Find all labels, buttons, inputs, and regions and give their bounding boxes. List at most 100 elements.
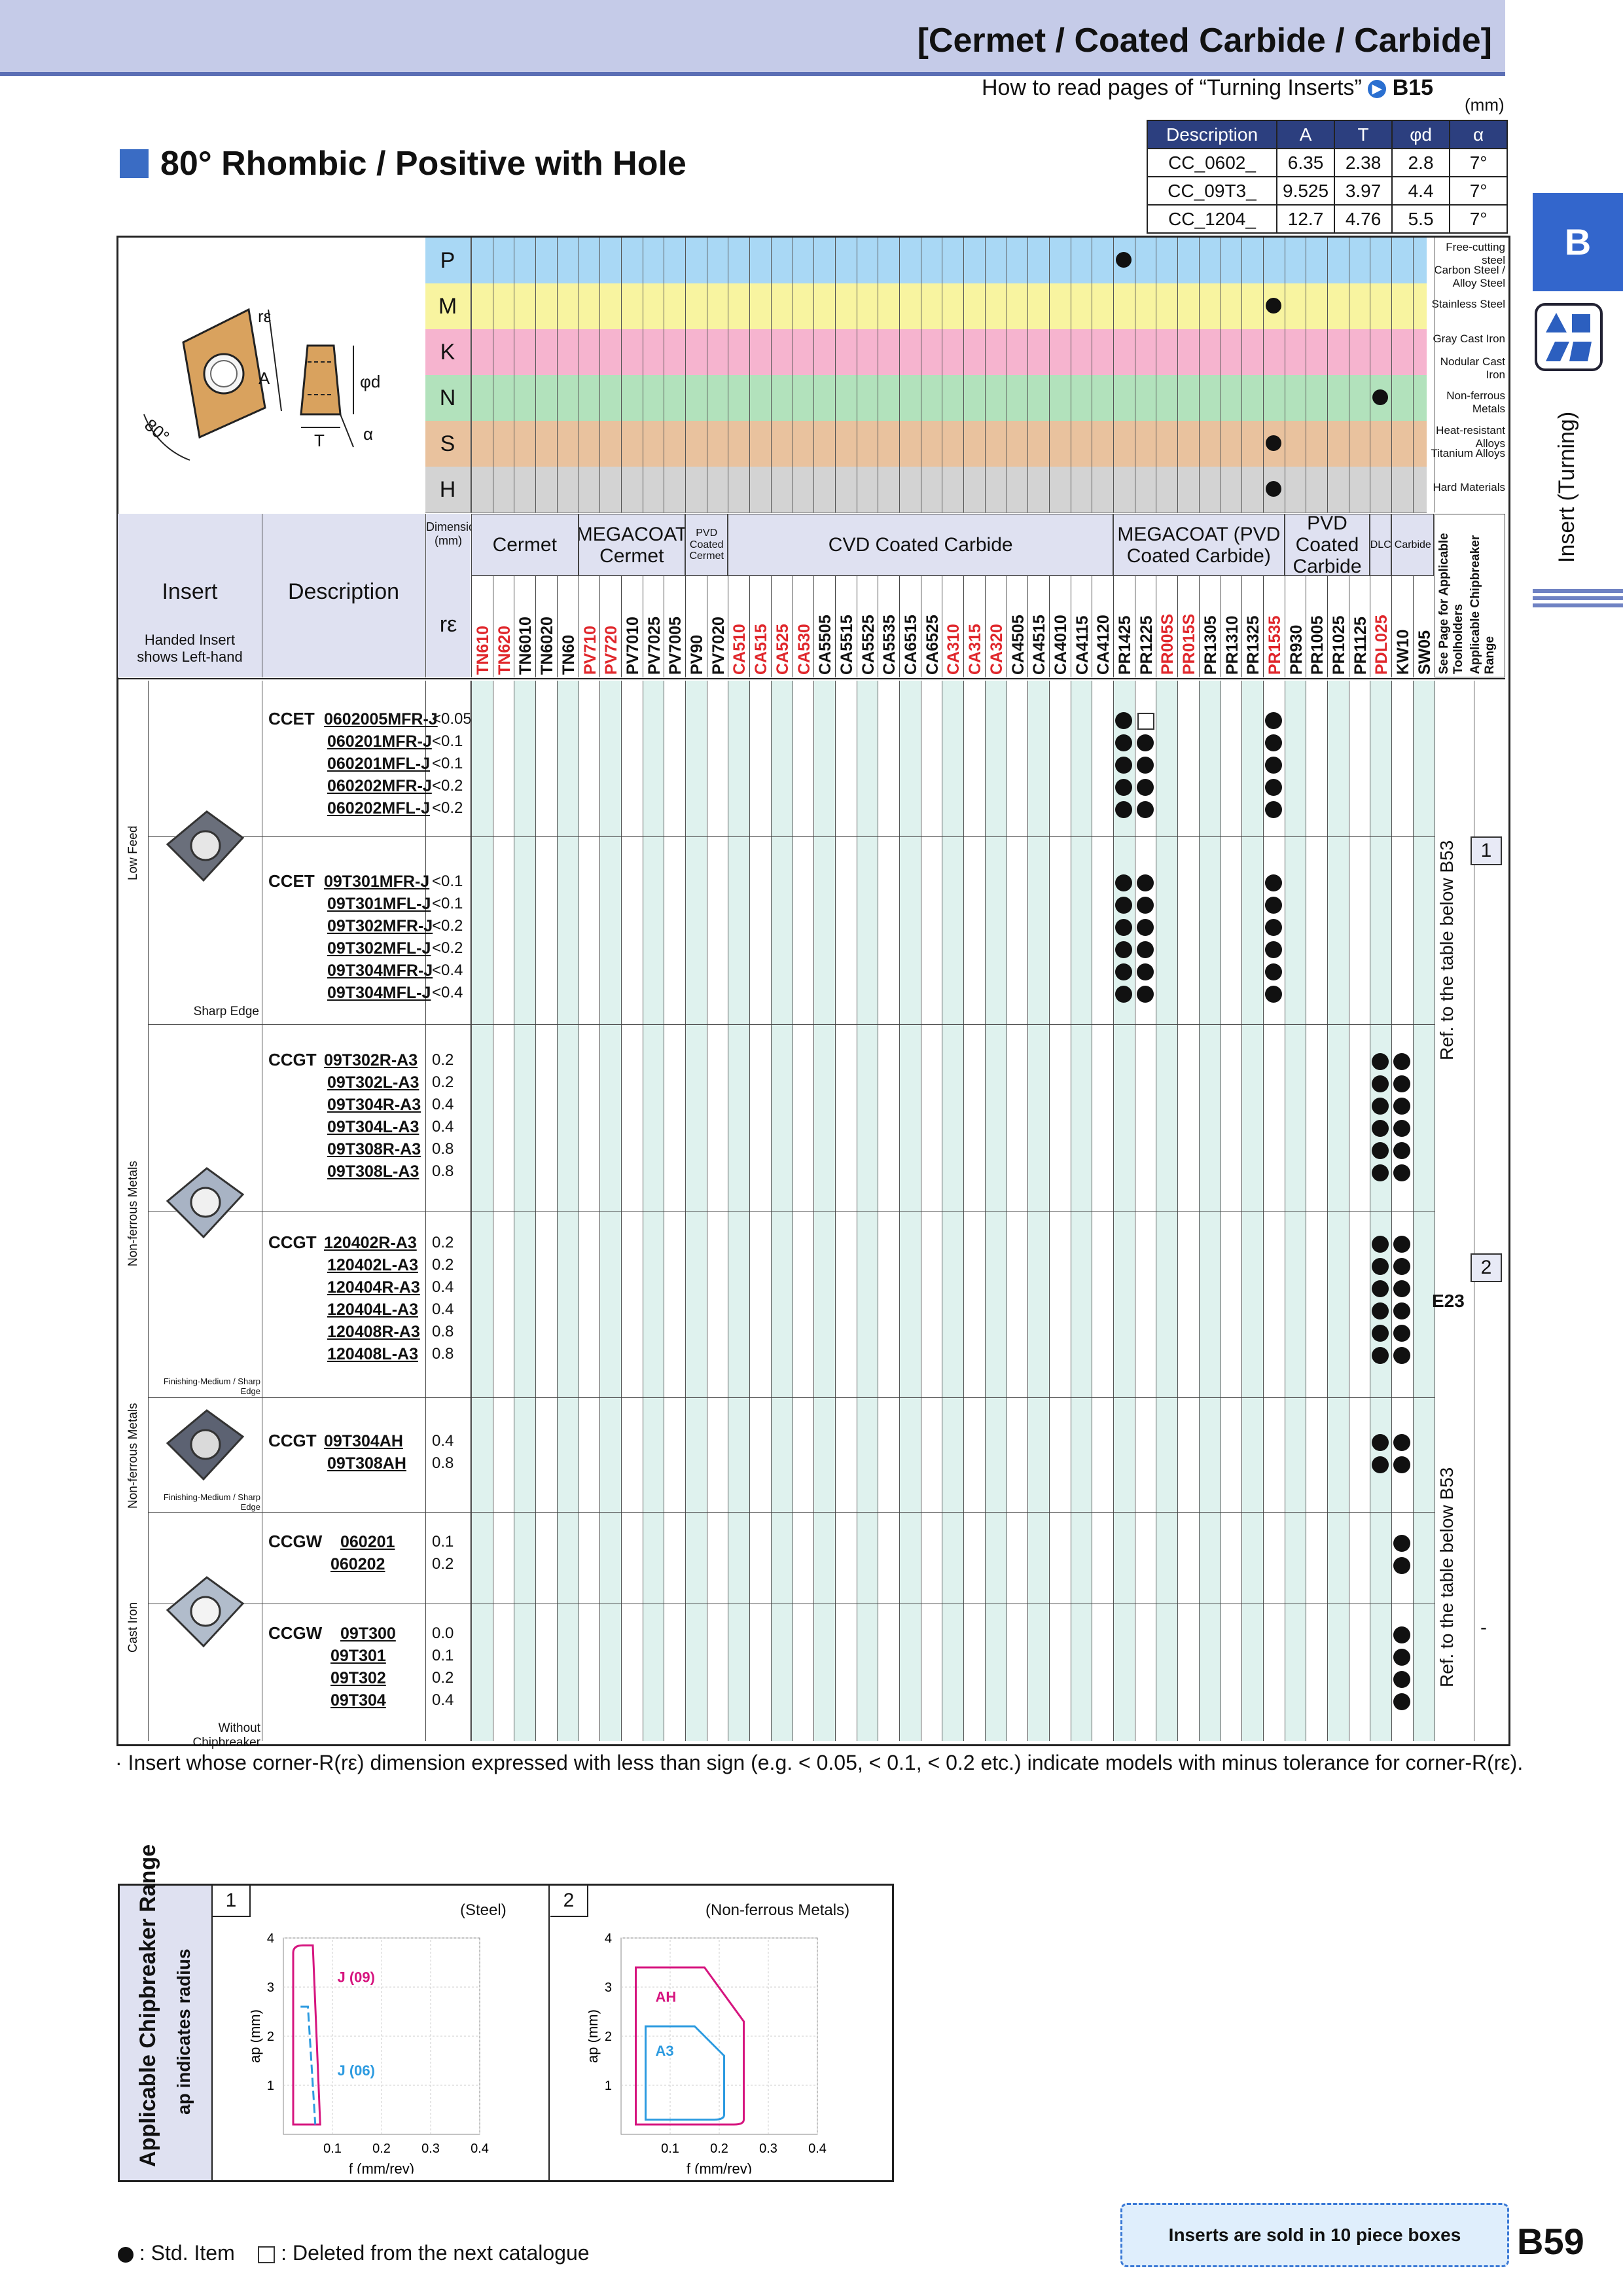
grade-name-tn610[interactable]: TN610: [474, 625, 492, 675]
grade-name-ca4010[interactable]: CA4010: [1051, 615, 1070, 675]
grade-header-cell: [578, 576, 601, 677]
grade-name-ca4515[interactable]: CA4515: [1030, 615, 1049, 675]
grade-name-ca5525[interactable]: CA5525: [859, 615, 878, 675]
grade-name-ca525[interactable]: CA525: [773, 624, 792, 675]
insert-code[interactable]: 09T302MFR-J: [327, 917, 433, 935]
grade-name-pv720[interactable]: PV720: [602, 625, 621, 675]
insert-code[interactable]: 09T304MFL-J: [327, 984, 431, 1002]
grade-name-pr005s[interactable]: PR005S: [1158, 613, 1177, 675]
grade-name-sw05[interactable]: SW05: [1415, 630, 1434, 675]
insert-code[interactable]: 09T300: [340, 1624, 396, 1643]
grade-name-ca5515[interactable]: CA5515: [837, 615, 856, 675]
grade-name-pr1310[interactable]: PR1310: [1222, 615, 1241, 675]
insert-code[interactable]: 120408L-A3: [327, 1345, 418, 1363]
insert-code[interactable]: 120402R-A3: [324, 1234, 417, 1252]
std-item-dot: [1393, 1258, 1411, 1275]
insert-code[interactable]: 09T308R-A3: [327, 1140, 421, 1158]
grade-name-ca530[interactable]: CA530: [794, 624, 813, 675]
std-item-dot: [1136, 919, 1154, 936]
tab-b[interactable]: B: [1533, 193, 1623, 291]
insert-code[interactable]: 120402L-A3: [327, 1256, 418, 1274]
group-separator: [148, 1512, 1435, 1513]
grade-name-pr1225[interactable]: PR1225: [1137, 615, 1156, 675]
insert-code[interactable]: 060202MFL-J: [327, 799, 431, 817]
grade-name-pr015s[interactable]: PR015S: [1180, 613, 1199, 675]
insert-code[interactable]: 09T304L-A3: [327, 1118, 419, 1136]
grade-name-ca315[interactable]: CA315: [966, 624, 985, 675]
material-grid-line: [1113, 238, 1114, 512]
grade-name-pv710[interactable]: PV710: [580, 625, 599, 675]
grade-name-ca515[interactable]: CA515: [752, 624, 771, 675]
grade-name-tn60[interactable]: TN60: [559, 634, 578, 675]
grade-name-ca510[interactable]: CA510: [730, 624, 749, 675]
grade-name-tn6020[interactable]: TN6020: [538, 617, 557, 675]
grade-header-cell: [1348, 576, 1371, 677]
ref-text-c[interactable]: Ref. to the table below B53: [1436, 1467, 1457, 1687]
insert-code[interactable]: 120404L-A3: [327, 1300, 418, 1319]
insert-code[interactable]: 09T304: [330, 1691, 386, 1710]
material-grid-line: [899, 238, 900, 512]
spec-cell: 2.8: [1391, 148, 1451, 177]
insert-code[interactable]: 060201MFR-J: [327, 732, 432, 751]
grade-name-ca320[interactable]: CA320: [987, 624, 1006, 675]
insert-code[interactable]: 120408R-A3: [327, 1323, 420, 1341]
insert-code[interactable]: 0602005MFR-J: [324, 710, 438, 728]
material-grid-line: [1327, 238, 1328, 512]
insert-code[interactable]: 09T301: [330, 1647, 386, 1665]
grade-name-pr1325[interactable]: PR1325: [1244, 615, 1263, 675]
range-2-button[interactable]: 2: [1471, 1253, 1502, 1282]
grade-name-pr1025[interactable]: PR1025: [1330, 615, 1348, 675]
y-tick-label: 4: [267, 1931, 274, 1946]
std-item-dot: [1393, 1434, 1411, 1451]
grade-name-ca4120[interactable]: CA4120: [1094, 615, 1113, 675]
grade-name-pr1305[interactable]: PR1305: [1201, 615, 1220, 675]
corner-radius: 0.2: [432, 1234, 454, 1251]
grade-name-pv90[interactable]: PV90: [688, 634, 706, 675]
how-to-read-link[interactable]: How to read pages of “Turning Inserts” ▶…: [982, 75, 1433, 101]
insert-code[interactable]: 09T304MFR-J: [327, 961, 433, 980]
grade-name-ca5505[interactable]: CA5505: [816, 615, 835, 675]
grade-name-ca4115[interactable]: CA4115: [1073, 615, 1092, 675]
grade-name-pr1425[interactable]: PR1425: [1116, 615, 1134, 675]
grade-name-ca310[interactable]: CA310: [944, 624, 963, 675]
insert-code[interactable]: 09T302L-A3: [327, 1073, 419, 1092]
grade-name-ca6525[interactable]: CA6525: [923, 615, 942, 675]
grade-name-pv7005[interactable]: PV7005: [666, 617, 685, 675]
ref-text-e23[interactable]: E23: [1432, 1291, 1465, 1311]
grade-name-pr1535[interactable]: PR1535: [1265, 615, 1284, 675]
grade-name-pv7025[interactable]: PV7025: [645, 617, 664, 675]
grade-name-pr1005[interactable]: PR1005: [1308, 615, 1327, 675]
grade-name-ca6515[interactable]: CA6515: [902, 615, 920, 675]
insert-code[interactable]: 09T304R-A3: [327, 1096, 421, 1114]
insert-code[interactable]: 09T301MFL-J: [327, 895, 431, 913]
grade-name-pr1125[interactable]: PR1125: [1351, 617, 1370, 675]
grade-name-pr930[interactable]: PR930: [1287, 624, 1306, 675]
grade-name-kw10[interactable]: KW10: [1394, 629, 1413, 675]
grade-name-tn6010[interactable]: TN6010: [516, 617, 535, 675]
grade-name-ca5535[interactable]: CA5535: [880, 615, 899, 675]
grade-name-pv7020[interactable]: PV7020: [709, 617, 728, 675]
grade-name-ca4505[interactable]: CA4505: [1008, 615, 1027, 675]
insert-code[interactable]: 09T301MFR-J: [324, 872, 430, 891]
sub-label: Finishing-Medium / Sharp Edge: [163, 1376, 260, 1396]
insert-code[interactable]: 120404R-A3: [327, 1278, 420, 1297]
range-1-button[interactable]: 1: [1471, 836, 1502, 865]
chipbreaker-box: Applicable Chipbreaker Range ap indicate…: [118, 1844, 894, 2182]
insert-code[interactable]: 060201: [340, 1533, 395, 1551]
insert-code[interactable]: 060202MFR-J: [327, 777, 432, 795]
insert-code[interactable]: 09T308AH: [327, 1454, 406, 1473]
std-item-dot: [1393, 1120, 1411, 1137]
grade-name-tn620[interactable]: TN620: [495, 625, 514, 675]
body-top-rule: [118, 678, 1505, 679]
insert-code[interactable]: 060202: [330, 1555, 385, 1573]
grade-name-pdl025[interactable]: PDL025: [1372, 615, 1391, 675]
group-separator: [148, 836, 1435, 837]
grade-name-pv7010[interactable]: PV7010: [623, 617, 642, 675]
insert-code[interactable]: 09T308L-A3: [327, 1162, 419, 1181]
insert-code[interactable]: 09T304AH: [324, 1432, 403, 1450]
insert-code[interactable]: 09T302MFL-J: [327, 939, 431, 958]
insert-code[interactable]: 09T302R-A3: [324, 1051, 418, 1069]
ref-text-a[interactable]: Ref. to the table below B53: [1436, 840, 1457, 1060]
insert-code[interactable]: 060201MFL-J: [327, 755, 431, 773]
insert-code[interactable]: 09T302: [330, 1669, 386, 1687]
